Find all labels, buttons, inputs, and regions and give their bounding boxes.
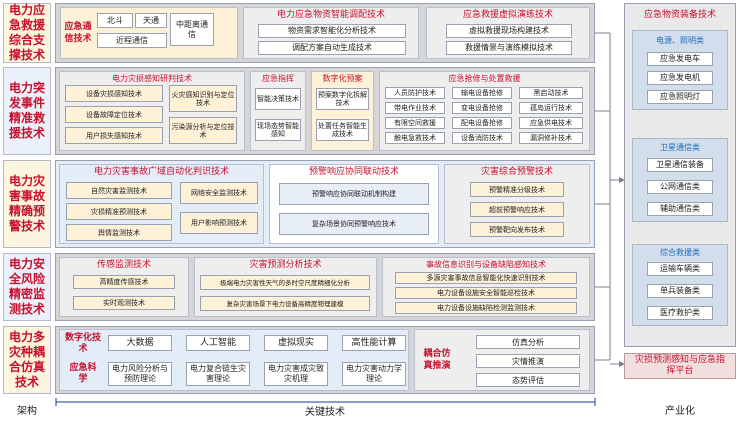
emergency-science-title: 应急科学: [69, 363, 97, 384]
sim-item-analysis: 仿真分析: [476, 335, 580, 349]
emergency-command-title: 应急指挥: [262, 74, 294, 83]
sim-item-deduction: 灾情推演: [476, 354, 580, 368]
fault-item-inspection: 电力设备设施安全智能巡检技术: [395, 287, 577, 299]
drill-item-scene: 虚拟救援现场构建技术: [446, 24, 572, 38]
science-item-chain: 电力复合链生灾害理论: [186, 362, 250, 386]
sense-item-pollution: 污染源分析与定位技术: [169, 117, 237, 144]
judge-item-natural: 自然灾害监测技术: [66, 182, 172, 199]
repair-item-9: 应急供电技术: [519, 117, 583, 129]
equip-individual: 单兵装备类: [647, 284, 713, 298]
repair-item-2: 输电设备抢修: [452, 87, 512, 99]
fault-item-defect: 电力设备设施缺陷检测监测技术: [395, 302, 577, 314]
repair-item-10: 触电急救技术: [385, 132, 445, 144]
fault-identification-title: 事故信息识别与设备缺陷感知技术: [426, 260, 546, 269]
judge-item-opinion: 舆情监测技术: [66, 224, 172, 241]
sim-item-assessment: 态势评估: [476, 373, 580, 387]
plan-item-task: 处置任务智能生成技术: [316, 119, 369, 141]
power-lighting-title: 电源、照明类: [656, 36, 704, 45]
sense-item-fire: 火灾感知识别与定位技术: [169, 85, 237, 112]
comm-item-medium-range: 中距离通信: [170, 13, 214, 46]
link-item-mechanism: 预警响应协同联动机制构建: [279, 183, 429, 205]
comprehensive-warning-title: 灾害综合预警技术: [480, 167, 553, 177]
equip-aux-comm: 辅助通信类: [647, 202, 713, 216]
emergency-repair-title: 应急抢修与处置救援: [448, 74, 521, 83]
coordinated-response-title: 预警响应协同联动技术: [308, 167, 399, 177]
comprehensive-rescue-title: 综合救援类: [660, 248, 700, 257]
material-item-plan: 调配方案自动生成技术: [258, 41, 406, 55]
sense-item-equipment: 设备灾损感知技术: [65, 85, 163, 102]
repair-item-7: 有限空间救援: [385, 117, 445, 129]
warning-item-grading: 预警精准分级技术: [470, 182, 564, 197]
digital-item-vr: 虚拟现实: [264, 335, 328, 351]
row-label-warning: 电力灾害事故精确预警技术: [3, 160, 51, 248]
equip-transport: 运输车辆类: [647, 262, 713, 276]
science-item-dynamics: 电力灾害动力学理论: [342, 362, 406, 386]
bottom-label-key-tech: 关键技术: [305, 407, 345, 418]
industry-title: 应急物资装备技术: [643, 10, 716, 20]
comm-item-tiantong: 天通: [135, 13, 167, 28]
sense-item-user-loss: 用户损失感知技术: [65, 127, 163, 144]
digital-tech-title: 数字化技术: [65, 333, 102, 354]
link-item-complex: 复杂场景协同预警响应技术: [279, 213, 429, 235]
repair-item-8: 配电设备抢修: [452, 117, 512, 129]
judge-item-damage: 灾损精准预测技术: [66, 203, 172, 220]
row-label-support: 电力应急救援综合支撑技术: [3, 3, 51, 63]
repair-item-4: 带电作业技术: [385, 102, 445, 114]
emergency-comm-title: 应急通信技术: [64, 22, 92, 44]
judge-item-network: 网络安全监测技术: [180, 182, 258, 204]
material-allocation-title: 电力应急物资智能调配技术: [276, 10, 385, 20]
sense-item-fault-location: 设备故障定位技术: [65, 106, 163, 123]
repair-item-12: 漏洞修补技术: [519, 132, 583, 144]
wide-area-judge-title: 电力灾害事故广域自动化判识技术: [93, 167, 229, 177]
row-label-monitoring: 电力安全风险精密监测技术: [3, 253, 51, 321]
disaster-prediction-title: 灾害预测分析技术: [249, 260, 322, 270]
repair-item-6: 孤岛运行技术: [519, 102, 583, 114]
bottom-label-architecture: 架构: [17, 406, 37, 417]
damage-sensing-title: 电力灾损感知研判技术: [112, 74, 192, 83]
judge-item-user-impact: 用户影响预测技术: [180, 212, 258, 234]
digital-item-hpc: 高性能计算: [342, 335, 406, 351]
warning-item-targeted: 预警靶向发布技术: [470, 222, 564, 237]
repair-item-1: 人员防护技术: [385, 87, 445, 99]
equip-public-network: 公网通信类: [647, 180, 713, 194]
material-item-demand: 物资需求智能化分析技术: [258, 24, 406, 38]
comm-item-beidou: 北斗: [97, 13, 133, 28]
equip-satellite: 卫星通信装备: [647, 158, 713, 172]
row-label-simulation: 电力多灾种耦合仿真技术: [3, 326, 51, 394]
equip-generator: 应急发电机: [647, 71, 713, 85]
warning-item-advance: 超前预警响应技术: [470, 202, 564, 217]
comm-item-short-range: 近程通信: [97, 33, 167, 48]
equip-medical: 医疗救护类: [647, 306, 713, 320]
sensing-item-realtime: 实时观测技术: [73, 296, 175, 310]
repair-item-11: 设备消防技术: [452, 132, 512, 144]
predict-item-weather: 极端电力灾害性天气的多时空尺度精细化分析: [200, 275, 370, 290]
satellite-comm-title: 卫星通信类: [660, 143, 700, 152]
drill-item-simulation: 救援情景与演练模拟技术: [446, 41, 572, 55]
sensing-item-precision: 高精度传感技术: [73, 275, 175, 289]
coupled-simulation-title: 耦合仿真推演: [423, 349, 451, 371]
equip-generator-vehicle: 应急发电车: [647, 52, 713, 66]
digital-item-bigdata: 大数据: [108, 335, 172, 351]
virtual-drill-title: 应急救援虚拟演练技术: [462, 10, 553, 20]
row-label-rescue: 电力突发事件精准救援技术: [3, 67, 51, 155]
command-item-situation: 现场态势智能感知: [255, 119, 301, 141]
predict-item-modeling: 复杂灾害场景下电力设备高精度物理建模: [200, 296, 370, 311]
science-item-risk: 电力风险分析与预防理论: [108, 362, 172, 386]
command-platform-box: 灾损预测感知与应急指挥平台: [624, 353, 736, 379]
digital-plan-title: 数字化预案: [322, 74, 363, 83]
command-item-decision: 智能决策技术: [255, 88, 301, 110]
plan-item-decompose: 预案数字化拆解技术: [316, 88, 369, 110]
equip-lighting: 应急照明灯: [647, 90, 713, 104]
bottom-label-industrialization: 产业化: [665, 406, 695, 417]
fault-item-identify: 多源灾害事故信息智能化快速识别技术: [395, 272, 577, 284]
digital-item-ai: 人工智能: [186, 335, 250, 351]
sensing-monitor-title: 传感监测技术: [96, 260, 151, 270]
science-item-mechanism: 电力灾害成灾致灾机理: [264, 362, 328, 386]
repair-item-5: 变电设备抢修: [452, 102, 512, 114]
repair-item-3: 黑启动技术: [519, 87, 583, 99]
